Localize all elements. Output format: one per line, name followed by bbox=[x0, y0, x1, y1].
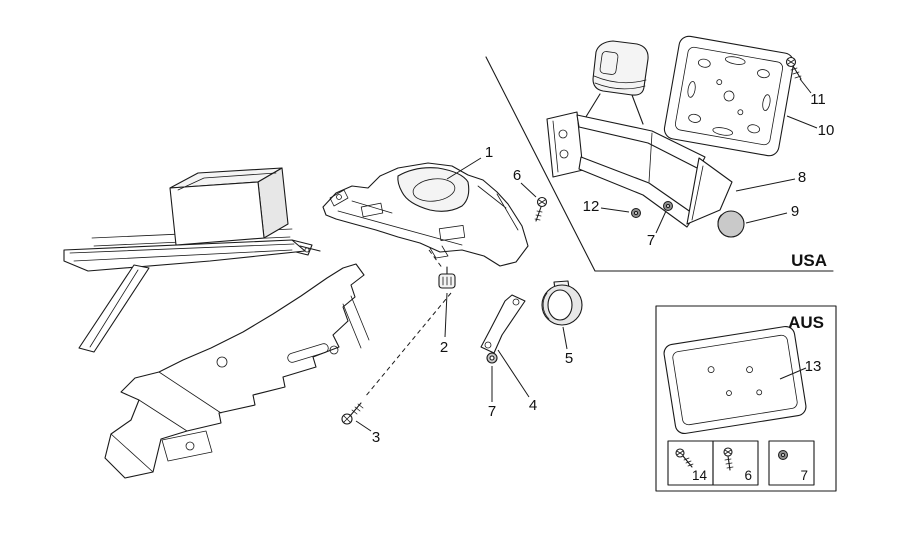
assembly-axis-line bbox=[364, 292, 452, 398]
aus-section: AUS 14 bbox=[655, 305, 837, 492]
callout-labels: 1 6 2 3 4 7 5 12 7 8 9 10 11 13 bbox=[372, 91, 835, 446]
callout-8: 8 bbox=[798, 169, 806, 186]
part-12-nut-drawing bbox=[631, 208, 641, 218]
screw-icon bbox=[675, 448, 694, 468]
part-9-reflector-drawing bbox=[717, 210, 745, 238]
callout-5: 5 bbox=[565, 350, 573, 367]
screw-icon bbox=[723, 447, 734, 471]
callout-11: 11 bbox=[810, 91, 826, 108]
aus-kit-table: 14 6 7 bbox=[667, 440, 815, 486]
callout-9: 9 bbox=[791, 203, 799, 220]
part-11-screw-drawing bbox=[785, 56, 802, 80]
callout-lines bbox=[355, 78, 818, 432]
callout-7-center: 7 bbox=[488, 403, 496, 420]
part-13-plate-drawing bbox=[663, 325, 807, 435]
part-5-reflector-drawing bbox=[541, 280, 583, 326]
callout-12: 12 bbox=[583, 198, 600, 215]
kit-cell bbox=[712, 440, 759, 486]
part-2-clip-drawing bbox=[438, 266, 456, 289]
kit-number-6: 6 bbox=[744, 468, 752, 483]
callout-4: 4 bbox=[529, 397, 537, 414]
callout-2: 2 bbox=[440, 339, 448, 356]
aus-box bbox=[655, 305, 837, 492]
part-4-bracket-lever-drawing bbox=[480, 294, 526, 354]
nut-icon bbox=[778, 450, 788, 460]
callout-13: 13 bbox=[805, 358, 822, 375]
kit-number-14: 14 bbox=[692, 468, 708, 483]
part-6-screw-drawing bbox=[534, 196, 548, 222]
usa-label: USA bbox=[791, 251, 827, 270]
assembly-axis-line bbox=[428, 249, 444, 270]
usa-section-divider bbox=[485, 56, 834, 272]
callout-1: 1 bbox=[485, 144, 493, 161]
part-10-plate-backing-drawing bbox=[663, 35, 795, 157]
part-7-usa-nut-drawing bbox=[663, 201, 673, 211]
undertail-fairing-drawing bbox=[104, 263, 370, 479]
callout-7-usa: 7 bbox=[647, 232, 655, 249]
kit-cell bbox=[768, 440, 815, 486]
aus-label: AUS bbox=[788, 313, 824, 332]
callout-3: 3 bbox=[372, 429, 380, 446]
kit-number-7: 7 bbox=[800, 468, 808, 483]
part-1-support-bracket-drawing bbox=[322, 162, 529, 267]
usa-section: USA bbox=[485, 35, 834, 272]
part-3-screw-drawing bbox=[341, 402, 364, 425]
tail-light-drawing bbox=[592, 40, 649, 96]
part-7-nut-drawing bbox=[486, 352, 498, 364]
callout-10: 10 bbox=[818, 122, 835, 139]
callout-6: 6 bbox=[513, 167, 521, 184]
rear-tray-assembly-drawing bbox=[63, 167, 321, 353]
